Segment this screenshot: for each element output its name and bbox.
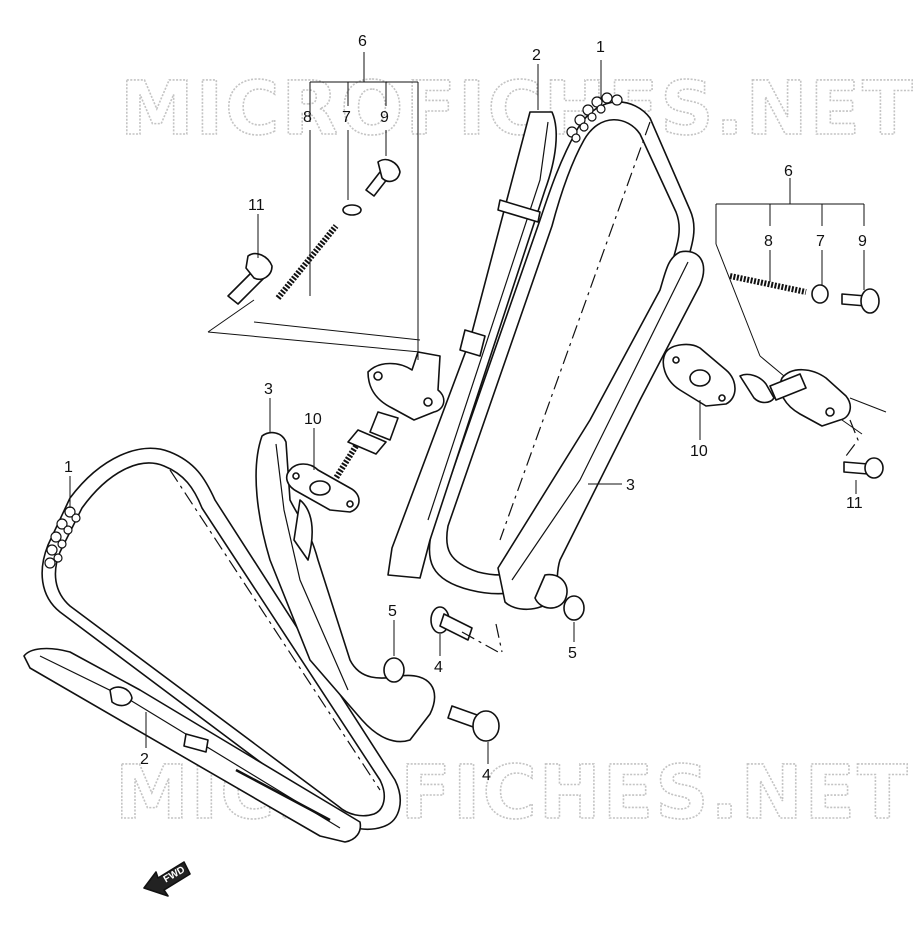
callout-4-upper: 4 (434, 659, 443, 676)
bolt-4-lower (447, 705, 500, 742)
bolt-9-left (365, 158, 401, 197)
washer-7-right (811, 284, 829, 304)
spring-8-left (275, 224, 339, 300)
callout-6-right: 6 (784, 163, 793, 180)
callout-8-right: 8 (764, 233, 773, 250)
tensioner-arm-right (497, 250, 705, 611)
group-line-right (715, 243, 887, 435)
callout-9-right: 9 (858, 233, 867, 250)
callout-5-left: 5 (388, 603, 397, 620)
chain-links-left (44, 506, 81, 569)
bolt-11-left (227, 252, 273, 305)
callout-2-top: 2 (532, 47, 541, 64)
dash-bolt11 (845, 419, 859, 457)
tensioner-assembly-left (333, 351, 445, 480)
callout-1-top: 1 (596, 39, 605, 56)
tensioner-assembly-right (739, 368, 852, 427)
cam-chain-left (41, 447, 401, 831)
watermark-top: MICROFICHES.NET (120, 66, 915, 152)
bolt-11-right (843, 457, 884, 479)
leaders-789-right (769, 250, 865, 290)
callout-1-left: 1 (64, 459, 73, 476)
callout-4-lower: 4 (482, 767, 491, 784)
washer-5-right (563, 595, 585, 621)
bracket-6-left (309, 52, 419, 360)
leaders-12-top (537, 60, 602, 110)
chain-links-right (566, 92, 623, 143)
washer-7-left (342, 204, 362, 216)
gasket-right (662, 343, 736, 407)
callout-3-right: 3 (626, 477, 635, 494)
bolt-9-right (841, 288, 880, 314)
bolt-4-upper (430, 606, 473, 641)
fwd-arrow-icon: FWD (143, 861, 191, 897)
callout-10-left: 10 (304, 411, 322, 428)
tensioner-arm-left (255, 431, 436, 743)
callout-7-right: 7 (816, 233, 825, 250)
callout-10-right: 10 (690, 443, 708, 460)
callout-7-left: 7 (342, 109, 351, 126)
callout-8-left: 8 (303, 109, 312, 126)
gasket-left (285, 463, 360, 513)
callout-9-left: 9 (380, 109, 389, 126)
callout-3-left: 3 (264, 381, 273, 398)
bracket-6-right (715, 178, 865, 244)
callout-5-right: 5 (568, 645, 577, 662)
callout-6-left: 6 (358, 33, 367, 50)
leaders-5 (393, 620, 575, 656)
callout-11-left: 11 (248, 197, 265, 214)
leaders-4 (439, 634, 489, 764)
chain-guide-left (23, 647, 362, 843)
callout-11-right: 11 (846, 495, 863, 512)
dash-bolt4 (461, 623, 503, 653)
chain-guide-right (387, 111, 557, 579)
spring-8-right (729, 273, 807, 295)
group-line-left (207, 299, 421, 353)
washer-5-left (383, 657, 405, 683)
leaders-678-left (309, 130, 387, 296)
callout-2-bottom: 2 (140, 751, 149, 768)
